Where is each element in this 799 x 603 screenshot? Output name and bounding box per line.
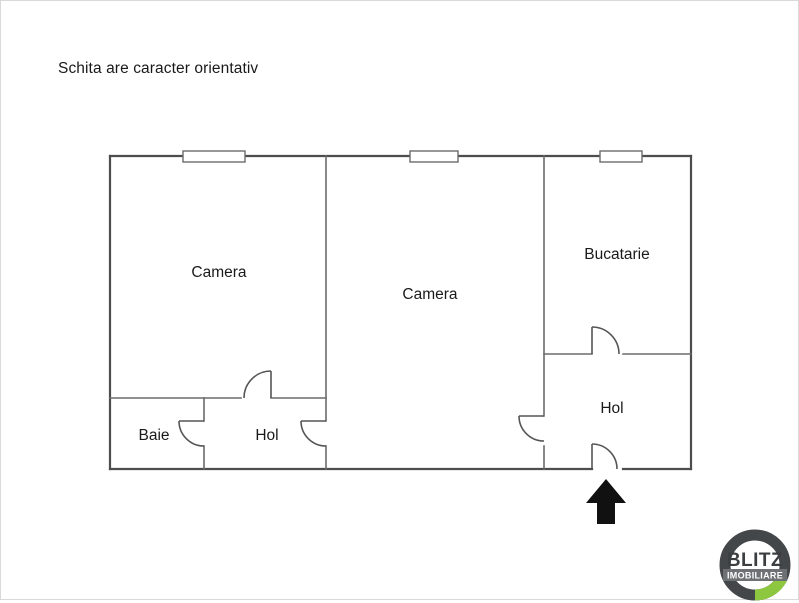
window-camera-mid [409, 150, 459, 163]
room-label-hol-right: Hol [600, 400, 624, 417]
entrance-arrow-shape [586, 479, 626, 524]
room-label-baie: Baie [138, 427, 170, 444]
door-arc-baie [178, 420, 205, 447]
logo-subtitle-band [723, 569, 787, 581]
room-label-camera-left: Camera [191, 264, 247, 281]
logo-mark: BLITZ IMOBILIARE [719, 529, 791, 601]
window-bucatarie [599, 150, 643, 163]
door-arc-bucatarie [591, 326, 620, 355]
page-title: Schita are caracter orientativ [58, 60, 259, 77]
room-label-bucatarie: Bucatarie [584, 246, 650, 263]
entrance-arrow [586, 479, 626, 524]
door-arc-hol-left-top [243, 370, 272, 399]
interior-walls [109, 155, 692, 470]
windows [182, 150, 643, 163]
logo-brand-text: BLITZ [727, 550, 783, 571]
door-arc-entrance [591, 443, 618, 470]
door-arc-hol-right-left [518, 415, 545, 442]
logo-subtitle-text: IMOBILIARE [727, 571, 783, 581]
doors [178, 326, 620, 470]
brand-logo: BLITZ IMOBILIARE [709, 527, 799, 603]
window-camera-left [182, 150, 246, 163]
room-label-hol-left: Hol [255, 427, 279, 444]
room-label-camera-mid: Camera [402, 286, 458, 303]
door-arc-hol-left-right [300, 420, 327, 447]
outer-walls [108, 154, 693, 471]
